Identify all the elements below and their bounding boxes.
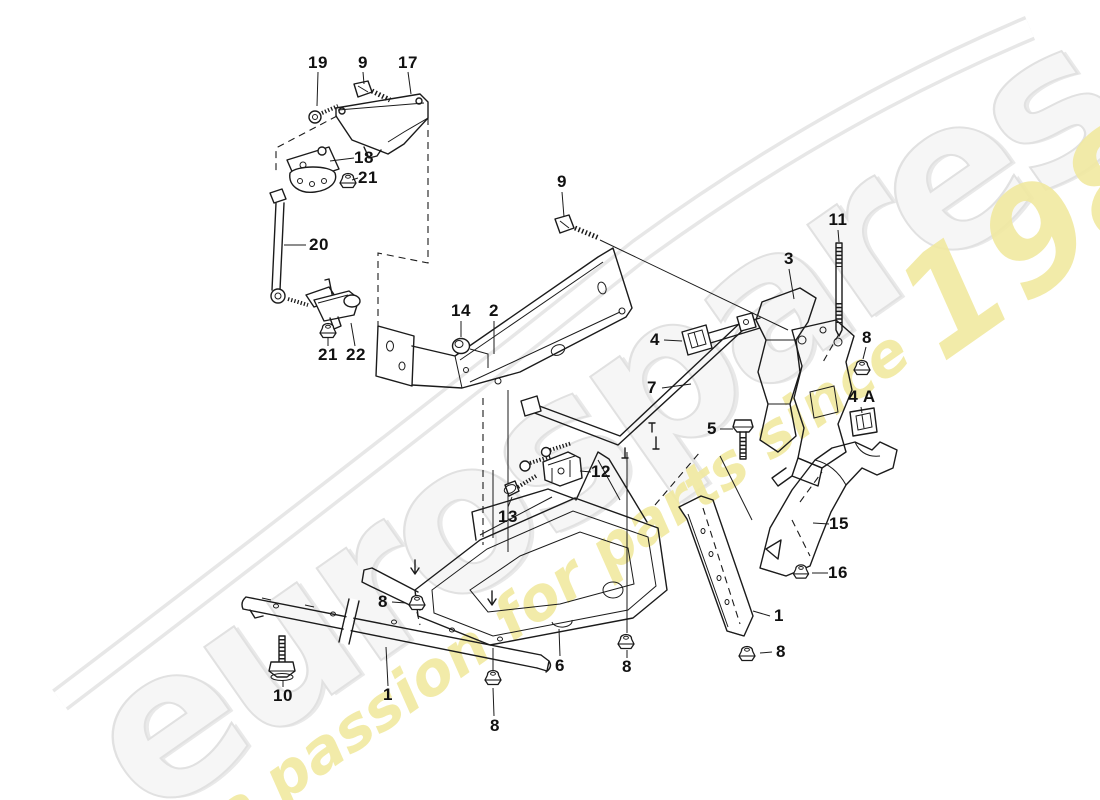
callout-2: 2 (489, 301, 499, 320)
callout-9-center: 9 (557, 172, 567, 191)
callout-14: 14 (451, 301, 471, 320)
callout-18: 18 (354, 148, 374, 167)
callout-15: 15 (829, 514, 849, 533)
callout-9-top: 9 (358, 53, 368, 72)
callout-13: 13 (498, 507, 518, 526)
callout-8-rail-left: 8 (378, 592, 388, 611)
callout-20: 20 (309, 235, 329, 254)
callout-6: 6 (555, 656, 565, 675)
callout-8-rail-right: 8 (776, 642, 786, 661)
callout-1-left: 1 (383, 685, 393, 704)
callout-5: 5 (707, 419, 717, 438)
callout-21-upper: 21 (358, 168, 378, 187)
callout-7: 7 (647, 378, 657, 397)
callout-3: 3 (784, 249, 794, 268)
callout-17: 17 (398, 53, 418, 72)
callout-4a: 4 A (848, 387, 876, 406)
callout-19: 19 (308, 53, 328, 72)
callout-8-plate-bottom: 8 (490, 716, 500, 735)
callout-11: 11 (828, 210, 848, 229)
callout-12: 12 (591, 462, 611, 481)
callout-8-stud: 8 (862, 328, 872, 347)
callout-4: 4 (650, 330, 660, 349)
callout-16: 16 (828, 563, 848, 582)
callout-10: 10 (273, 686, 293, 705)
callout-1-right: 1 (774, 606, 784, 625)
callout-22: 22 (346, 345, 366, 364)
callout-21-lower: 21 (318, 345, 338, 364)
callout-8-plate-right: 8 (622, 657, 632, 676)
